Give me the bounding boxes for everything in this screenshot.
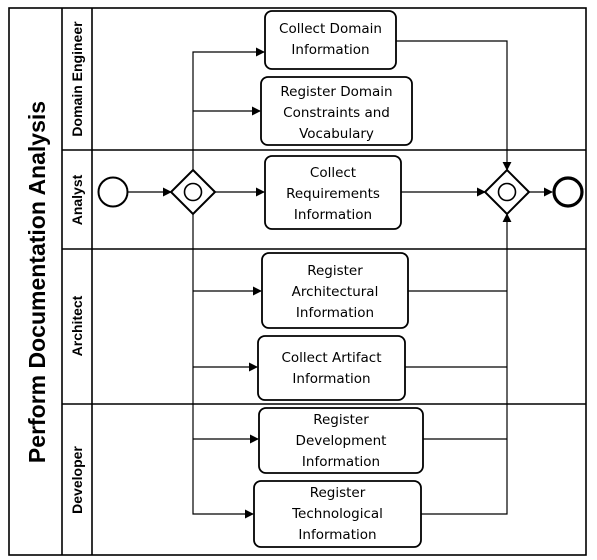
end-event-icon[interactable]: [552, 176, 584, 208]
task-text-line: Technological: [291, 506, 383, 522]
task-register-architectural-information[interactable]: Register Architectural Information: [261, 252, 409, 329]
task-register-technological-information[interactable]: Register Technological Information: [253, 480, 422, 548]
sequence-flows: [128, 40, 553, 519]
task-text-line: Architectural: [292, 284, 379, 300]
pool-border: [8, 7, 587, 556]
flow-technological-to-join: [421, 213, 512, 515]
flow-split-to-collect-domain: [192, 47, 265, 170]
task-text-line: Information: [302, 454, 380, 470]
lane-label-developer: Developer: [69, 446, 85, 514]
task-register-domain-constraints[interactable]: Register Domain Constraints and Vocabula…: [260, 76, 413, 146]
lane-label-analyst: Analyst: [69, 174, 85, 225]
lane-label-architect: Architect: [69, 295, 85, 356]
task-collect-artifact-information[interactable]: Collect Artifact Information: [257, 335, 406, 401]
start-event-icon[interactable]: [97, 176, 129, 208]
task-text-line: Information: [291, 42, 369, 58]
join-gateway-icon[interactable]: [483, 168, 531, 216]
task-collect-requirements-information[interactable]: Collect Requirements Information: [264, 155, 402, 230]
task-text-line: Development: [296, 433, 387, 449]
task-text-line: Information: [292, 371, 370, 387]
task-text-line: Register: [313, 412, 369, 428]
task-text-line: Register Domain: [280, 84, 392, 100]
task-register-development-information[interactable]: Register Development Information: [258, 407, 424, 474]
task-text-line: Collect Domain: [279, 21, 382, 37]
task-text-line: Collect Artifact: [281, 350, 381, 366]
task-text-line: Collect: [310, 165, 356, 181]
task-text-line: Register: [307, 263, 363, 279]
pool-title: Perform Documentation Analysis: [24, 101, 50, 463]
task-text-line: Information: [296, 305, 374, 321]
task-text-line: Constraints and: [283, 105, 390, 121]
lane-label-domain-engineer: Domain Engineer: [69, 21, 85, 137]
task-collect-domain-information[interactable]: Collect Domain Information: [264, 10, 397, 70]
task-text-line: Requirements: [286, 186, 380, 202]
task-text-line: Register: [310, 485, 366, 501]
flow-split-to-technological: [192, 214, 254, 519]
task-text-line: Information: [298, 527, 376, 543]
task-text-line: Information: [294, 207, 372, 223]
task-text-line: Vocabulary: [299, 126, 374, 142]
flow-collect-domain-to-join: [396, 40, 512, 171]
split-gateway-icon[interactable]: [169, 168, 217, 216]
